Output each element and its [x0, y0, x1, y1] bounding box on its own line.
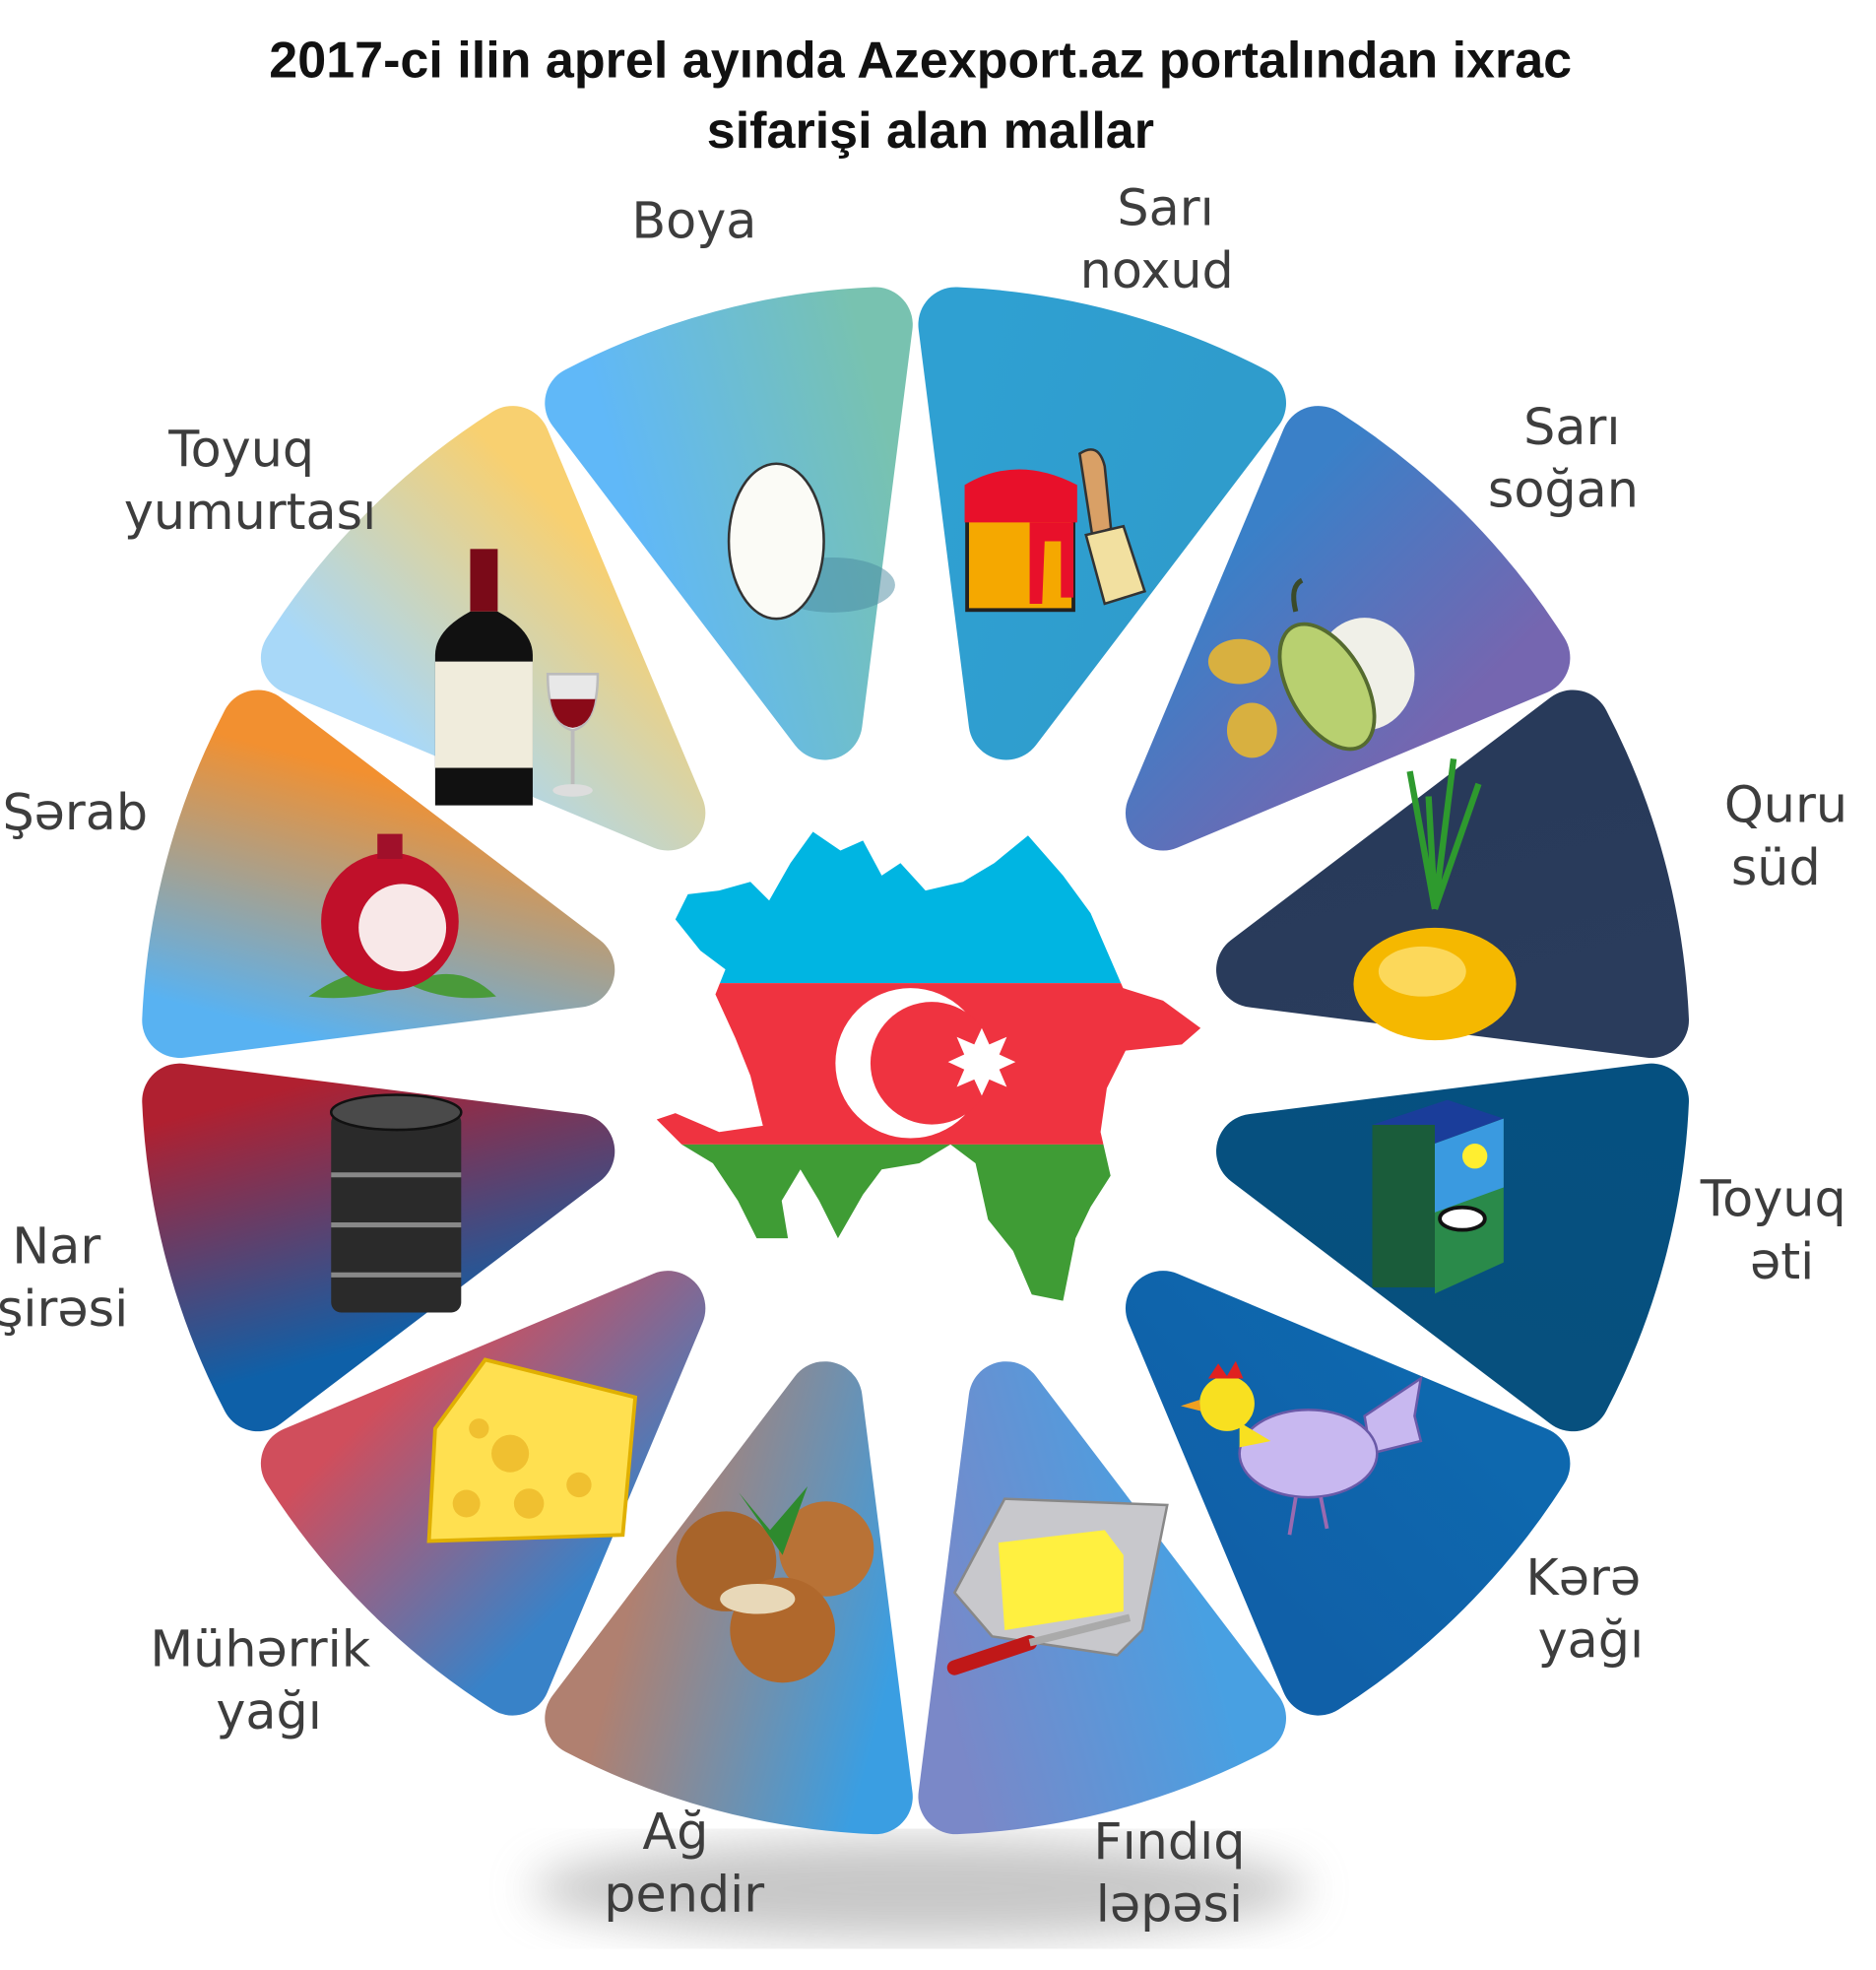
petal-onion — [1216, 690, 1690, 1058]
title-line-1: 2017-ci ilin aprel ayında Azexport.az po… — [269, 33, 1572, 90]
chicken-icon — [1180, 1360, 1423, 1536]
butter-icon — [946, 1497, 1169, 1675]
floor-shadow — [531, 1838, 1308, 1939]
egg-icon — [727, 462, 895, 621]
onion-icon — [1353, 758, 1517, 1041]
azerbaijan-flag-map — [656, 831, 1201, 1301]
oil-barrel-icon — [329, 1093, 463, 1313]
label-boya: Boya — [631, 191, 756, 249]
milk-box-icon — [1372, 1099, 1504, 1294]
petal-chicken — [1125, 1271, 1571, 1716]
petal-wheel — [142, 287, 1690, 1835]
chickpeas-icon — [1207, 577, 1415, 758]
wine-bottle-icon — [434, 549, 600, 806]
hazelnut-icon — [676, 1485, 874, 1683]
label-serab: Şərab — [2, 783, 148, 841]
paint-bucket-icon — [964, 448, 1147, 613]
pomegranate-icon — [308, 833, 496, 999]
star-icon — [947, 1027, 1016, 1096]
cheese-icon — [426, 1357, 638, 1543]
title-line-2: sifarişi alan mallar — [707, 102, 1154, 160]
